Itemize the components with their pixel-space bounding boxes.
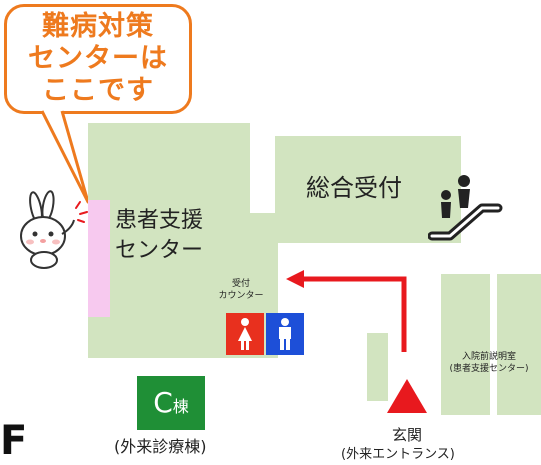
- building-c-caption: (外来診療棟): [114, 437, 207, 456]
- admission-explanation-room-right: [497, 274, 541, 415]
- patient-support-label-line1: 患者支援: [115, 208, 204, 233]
- womens-restroom: [226, 313, 264, 355]
- rabbit-mascot-icon: [20, 190, 88, 269]
- mens-restroom-icon: [279, 318, 291, 350]
- entrance-pillar: [367, 333, 388, 401]
- entrance-caption: (外来エントランス): [341, 447, 455, 462]
- mens-restroom: [266, 313, 304, 355]
- route-arrow: [286, 270, 407, 352]
- building-c-letter: C: [153, 386, 173, 419]
- reception-counter-label: 受付 カウンター: [206, 278, 276, 302]
- reception-counter-line2: カウンター: [218, 291, 264, 301]
- admission-explanation-label: 入院前説明室 (患者支援センター): [437, 351, 541, 375]
- general-reception-room: [275, 136, 461, 243]
- callout-line-1: 難病対策: [42, 11, 154, 42]
- admission-explanation-room-left: [441, 274, 490, 415]
- building-c-box: C 棟: [137, 376, 205, 430]
- callout-line-2: センターは: [28, 43, 168, 74]
- admission-explanation-line1: 入院前説明室: [461, 352, 516, 362]
- floor-label: F: [0, 418, 28, 464]
- entrance-label: 玄関: [392, 426, 423, 444]
- patient-support-label-line2: センター: [115, 238, 204, 263]
- admission-explanation-line2: (患者支援センター): [449, 364, 529, 374]
- callout-line-3: ここです: [42, 75, 154, 106]
- escalator-icon: [428, 175, 503, 241]
- building-c-suffix: 棟: [172, 397, 189, 416]
- entrance-marker-icon: [387, 379, 427, 413]
- reception-counter-line1: 受付: [231, 279, 250, 289]
- callout-bubble: 難病対策 センターは ここです: [4, 4, 192, 114]
- womens-restroom-icon: [238, 318, 252, 350]
- nanbyo-center-highlight: [88, 200, 110, 317]
- general-reception-label: 総合受付: [306, 174, 402, 202]
